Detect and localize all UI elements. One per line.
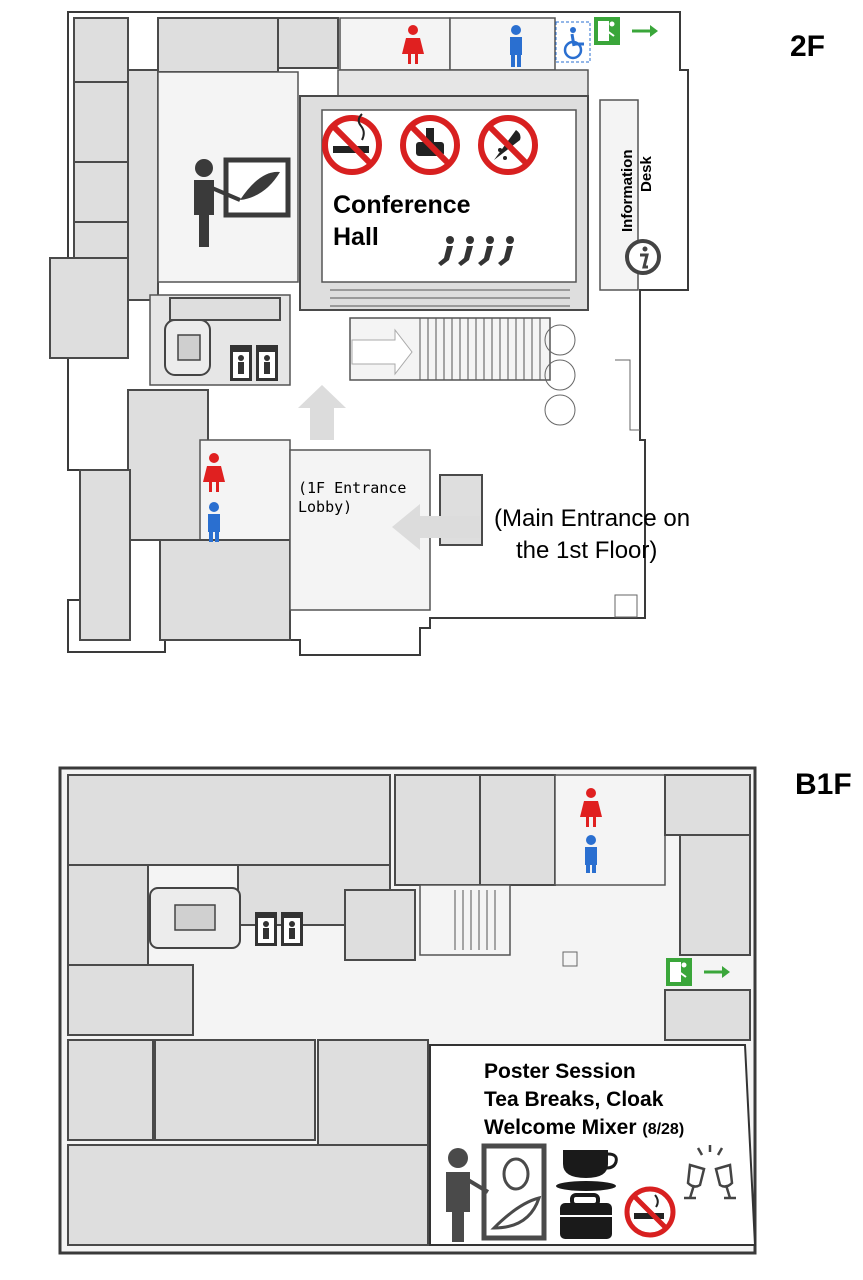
stair-direction-arrow-icon <box>351 328 413 376</box>
exit-icon <box>666 958 730 986</box>
toast-glasses-icon <box>684 1145 736 1200</box>
corridor <box>337 69 589 97</box>
no-umbrella-icon <box>478 115 538 175</box>
room <box>157 17 279 73</box>
entrance-lobby-label: (1F Entrance Lobby) <box>298 479 407 516</box>
audience-icon <box>438 236 514 266</box>
room <box>154 1039 316 1141</box>
information-desk-label: Information Desk <box>619 149 655 233</box>
presenter-icon <box>446 1143 547 1242</box>
up-arrow-icon <box>298 385 346 440</box>
elevator-icon <box>255 912 303 946</box>
room <box>344 889 416 961</box>
corridor-room <box>127 69 159 301</box>
restroom-block <box>49 257 129 359</box>
man-icon <box>585 835 597 873</box>
elevator-icon <box>230 345 278 381</box>
woman-icon <box>580 788 602 827</box>
man-icon <box>208 502 220 542</box>
second-floor-outline <box>67 11 689 656</box>
floor-label-b1f: B1F <box>795 768 852 801</box>
restroom-block <box>127 389 209 541</box>
room <box>679 834 751 956</box>
stairs <box>419 884 511 956</box>
exit-icon <box>594 17 658 45</box>
room <box>394 774 481 886</box>
poster-session-label: Poster Session Tea Breaks, Cloak Welcome… <box>484 1060 685 1139</box>
room <box>664 989 751 1041</box>
restroom-room <box>554 774 666 886</box>
room <box>664 774 751 836</box>
room <box>169 297 281 321</box>
info-desk-area <box>599 99 639 291</box>
coffee-cup-icon <box>556 1150 618 1191</box>
floor-label-2f: 2F <box>790 30 826 63</box>
main-entrance-label: (Main Entrance on the 1st Floor) <box>494 505 691 564</box>
woman-icon <box>203 453 225 492</box>
room <box>79 469 131 641</box>
room <box>159 539 291 641</box>
women-restroom-room <box>339 17 451 71</box>
room <box>277 17 339 69</box>
room <box>67 864 149 966</box>
room <box>67 964 194 1036</box>
men-restroom-room <box>449 17 556 71</box>
no-smoking-icon <box>624 1186 676 1238</box>
basement-floor-plan <box>58 766 757 1255</box>
room <box>73 17 129 83</box>
no-food-icon <box>400 115 460 175</box>
info-icon <box>625 239 661 275</box>
room <box>67 1039 154 1141</box>
presenter-icon <box>194 157 291 247</box>
room <box>67 1144 429 1246</box>
stair-steps <box>419 318 541 380</box>
room <box>67 774 391 866</box>
man-icon <box>510 25 522 67</box>
conference-hall-label: Conference Hall <box>333 191 471 251</box>
room <box>479 774 556 886</box>
entrance-arrow-icon <box>392 504 480 550</box>
no-smoking-icon <box>322 113 382 175</box>
wheelchair-icon <box>555 21 591 63</box>
room <box>73 161 129 223</box>
room <box>73 221 129 263</box>
bag-icon <box>560 1193 612 1239</box>
room <box>73 81 129 163</box>
woman-icon <box>402 25 424 64</box>
